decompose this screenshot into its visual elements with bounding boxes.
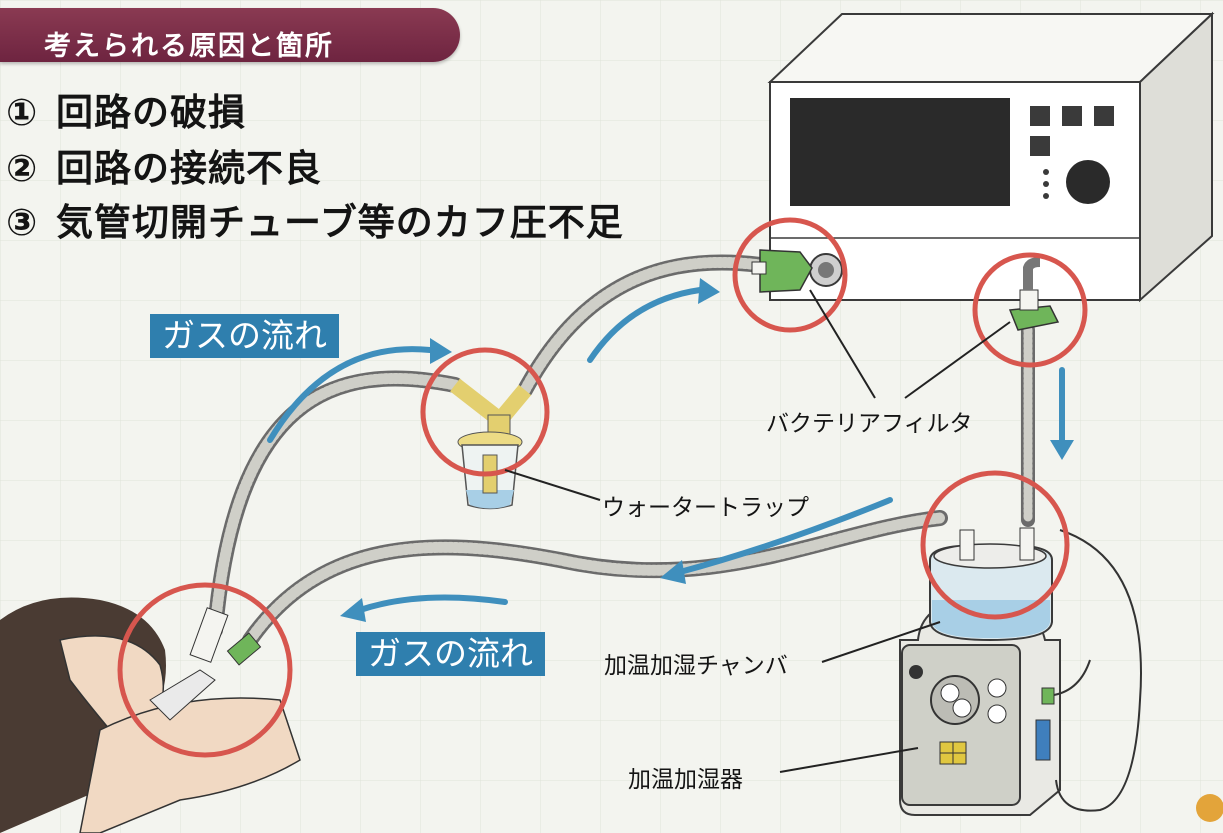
circle-patient-connection <box>117 582 293 758</box>
label-chamber: 加温加湿チャンバ <box>604 653 788 679</box>
cause-3: ③ 気管切開チューブ等のカフ圧不足 <box>6 192 624 246</box>
breathing-circuit <box>207 254 1035 648</box>
leader-lines <box>504 289 1011 773</box>
circle-chamber <box>920 470 1070 620</box>
label-humidifier: 加温加湿器 <box>628 767 743 793</box>
gas-flow-label-lower: ガスの流れ <box>356 632 545 676</box>
cause-3-text: 気管切開チューブ等のカフ圧不足 <box>56 201 624 244</box>
label-water-trap: ウォータートラップ <box>602 495 809 521</box>
circle-ventilator-outlet <box>732 217 848 333</box>
gas-flow-label-upper: ガスの流れ <box>150 314 339 358</box>
title: 考えられる原因と箇所 <box>44 31 334 62</box>
bacteria-filter-2 <box>1008 257 1060 331</box>
patient <box>0 597 301 833</box>
circle-water-trap <box>420 347 550 477</box>
ventilator <box>767 11 1215 303</box>
humidifier-device <box>899 527 1142 816</box>
cause-2: ② 回路の接続不良 <box>6 138 322 192</box>
cause-2-number: ② <box>6 147 39 190</box>
cause-1-number: ① <box>6 91 39 134</box>
cause-1-text: 回路の破損 <box>56 91 246 134</box>
corner-dot <box>1196 794 1223 822</box>
label-bacteria-filter: バクテリアフィルタ <box>766 411 973 437</box>
ventilator-screen <box>790 98 1010 206</box>
circle-ventilator-inlet <box>972 252 1088 368</box>
cause-1: ① 回路の破損 <box>6 82 246 136</box>
cause-2-text: 回路の接続不良 <box>56 147 322 190</box>
inspection-points <box>117 217 1088 758</box>
ventilator-knob <box>1066 160 1110 204</box>
gas-flow-arrows <box>267 278 1074 622</box>
cause-3-number: ③ <box>6 201 39 244</box>
title-banner: 考えられる原因と箇所 <box>0 8 460 62</box>
bacteria-filter-1 <box>751 249 813 293</box>
